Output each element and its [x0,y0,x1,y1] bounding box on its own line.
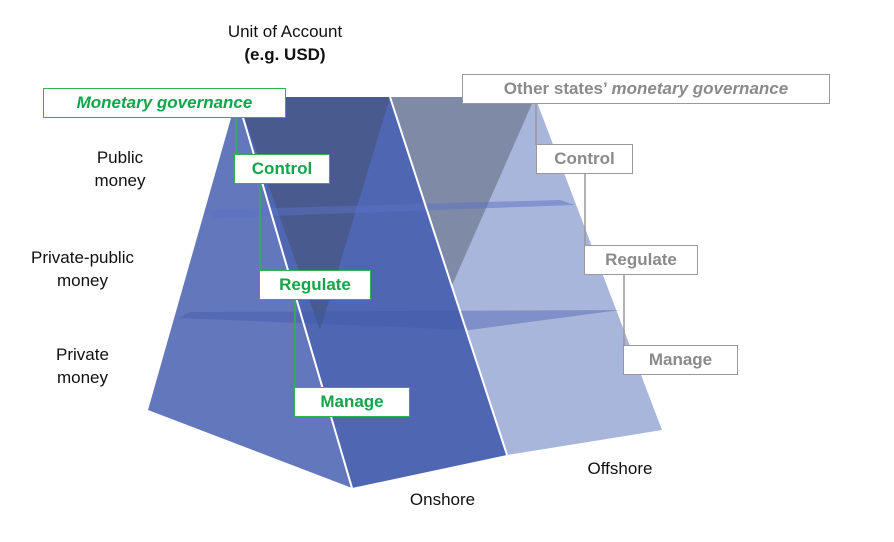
offshore-manage-box: Manage [623,345,738,375]
offshore-top-triangle [390,97,535,290]
onshore-label: Onshore [409,490,476,509]
offshore-control-box: Control [536,144,633,174]
onshore-control-box: Control [234,154,330,184]
onshore-governance-box: Monetary governance [43,88,286,118]
onshore-regulate-box: Regulate [259,270,371,300]
layer-band-2 [178,310,620,330]
unit-of-account-title: Unit of Account(e.g. USD) [227,22,343,64]
onshore-manage-box: Manage [294,387,410,417]
offshore-regulate-box: Regulate [584,245,698,275]
layer-band-1 [205,200,575,218]
offshore-edge-line [389,96,508,456]
offshore-governance-box: Other states’ monetary governance [462,74,830,104]
offshore-label: Offshore [587,459,653,478]
